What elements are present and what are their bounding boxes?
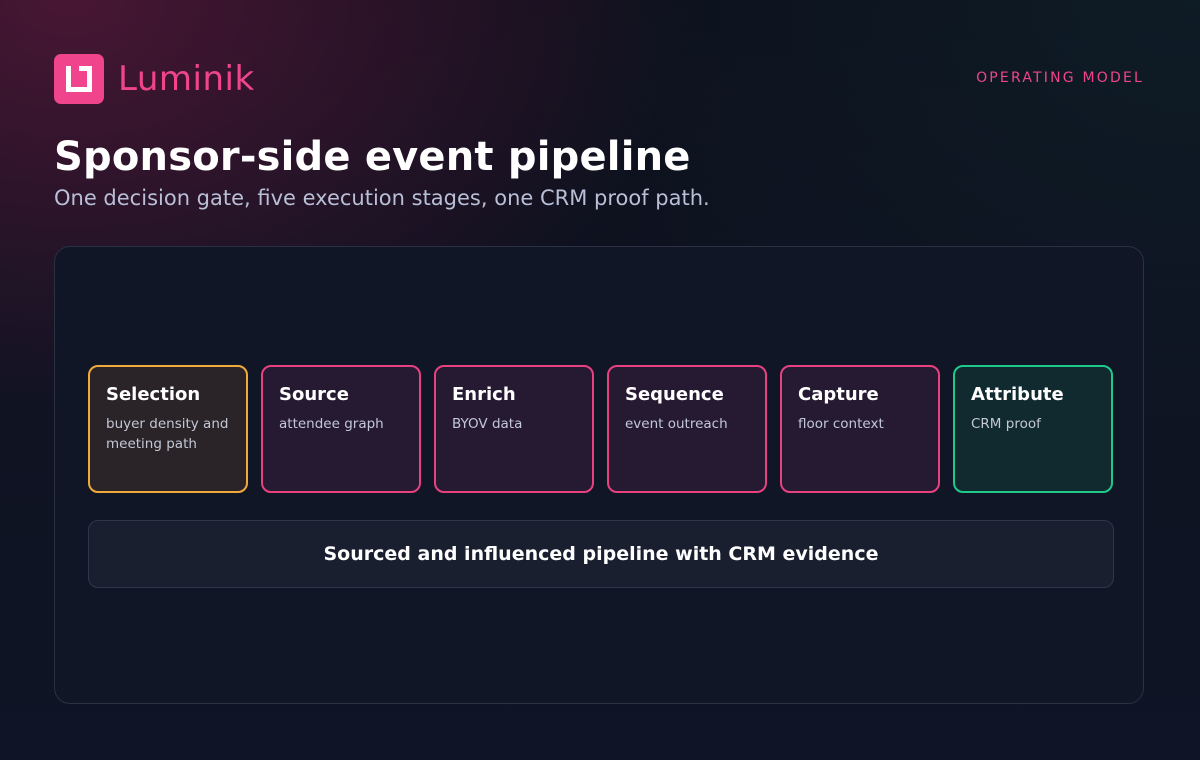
stage-card-attribute: Attribute CRM proof	[953, 365, 1113, 493]
outcome-bar: Sourced and influenced pipeline with CRM…	[88, 520, 1114, 588]
stage-title: Attribute	[971, 384, 1064, 405]
outcome-label: Sourced and influenced pipeline with CRM…	[323, 543, 879, 565]
stage-card-selection: Selection buyer density and meeting path	[88, 365, 248, 493]
page-title: Sponsor-side event pipeline	[54, 134, 691, 180]
stage-title: Capture	[798, 384, 879, 405]
stage-title: Selection	[106, 384, 201, 405]
stage-card-capture: Capture floor context	[780, 365, 940, 493]
stage-description: buyer density and meeting path	[106, 416, 229, 452]
stage-description: floor context	[798, 416, 884, 432]
stage-description: event outreach	[625, 416, 728, 432]
brand-logo: Luminik	[54, 54, 255, 104]
pipeline-diagram-panel: Selection buyer density and meeting path…	[54, 246, 1144, 704]
stage-card-source: Source attendee graph	[261, 365, 421, 493]
luminik-logo-icon	[54, 54, 104, 104]
stage-row: Selection buyer density and meeting path…	[88, 365, 1113, 493]
stage-description: attendee graph	[279, 416, 384, 432]
stage-card-sequence: Sequence event outreach	[607, 365, 767, 493]
page-subtitle: One decision gate, five execution stages…	[54, 186, 710, 210]
stage-description: CRM proof	[971, 416, 1041, 432]
stage-title: Source	[279, 384, 349, 405]
stage-title: Enrich	[452, 384, 516, 405]
stage-card-enrich: Enrich BYOV data	[434, 365, 594, 493]
brand-name: Luminik	[118, 59, 255, 99]
section-eyebrow: OPERATING MODEL	[976, 70, 1144, 86]
stage-description: BYOV data	[452, 416, 523, 432]
stage-title: Sequence	[625, 384, 724, 405]
